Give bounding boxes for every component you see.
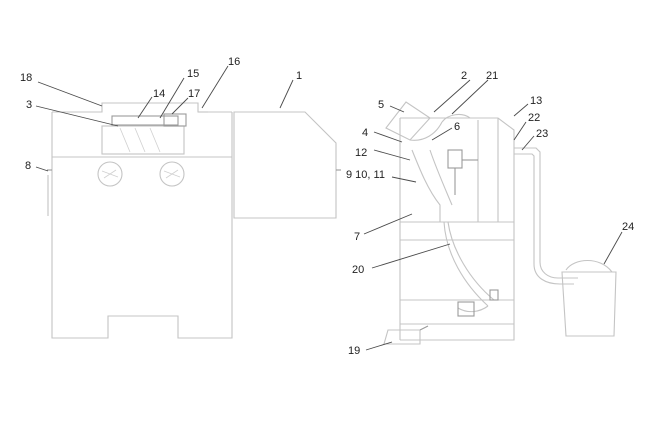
label-9-10-11: 9 10, 11 [346,169,385,181]
right-glove-port [159,161,185,187]
dust-collector [561,271,617,337]
label-17: 17 [188,88,200,100]
label-7: 7 [354,231,360,243]
label-3: 3 [26,99,32,111]
label-21: 21 [486,70,498,82]
label-14: 14 [153,88,165,100]
dust-collector-lid [565,259,613,273]
callout-labels: 1 2 3 4 5 6 7 8 9 10, 11 12 13 14 15 16 … [20,56,634,357]
foot-pedal [383,329,421,345]
label-22: 22 [528,112,540,124]
label-24: 24 [622,221,634,233]
label-12: 12 [355,147,367,159]
label-4: 4 [362,127,368,139]
label-19: 19 [348,345,360,357]
label-20: 20 [352,264,364,276]
label-2: 2 [461,70,467,82]
label-18: 18 [20,72,32,84]
label-5: 5 [378,99,384,111]
label-1: 1 [296,70,302,82]
side-view-cabinet [383,101,617,345]
label-15: 15 [187,68,199,80]
label-16: 16 [228,56,240,68]
label-6: 6 [454,121,460,133]
front-view-cabinet [47,102,233,339]
door-panel [233,111,341,219]
label-13: 13 [530,95,542,107]
leader-lines [35,65,623,351]
label-8: 8 [25,160,31,172]
label-23: 23 [536,128,548,140]
left-glove-port [97,161,123,187]
